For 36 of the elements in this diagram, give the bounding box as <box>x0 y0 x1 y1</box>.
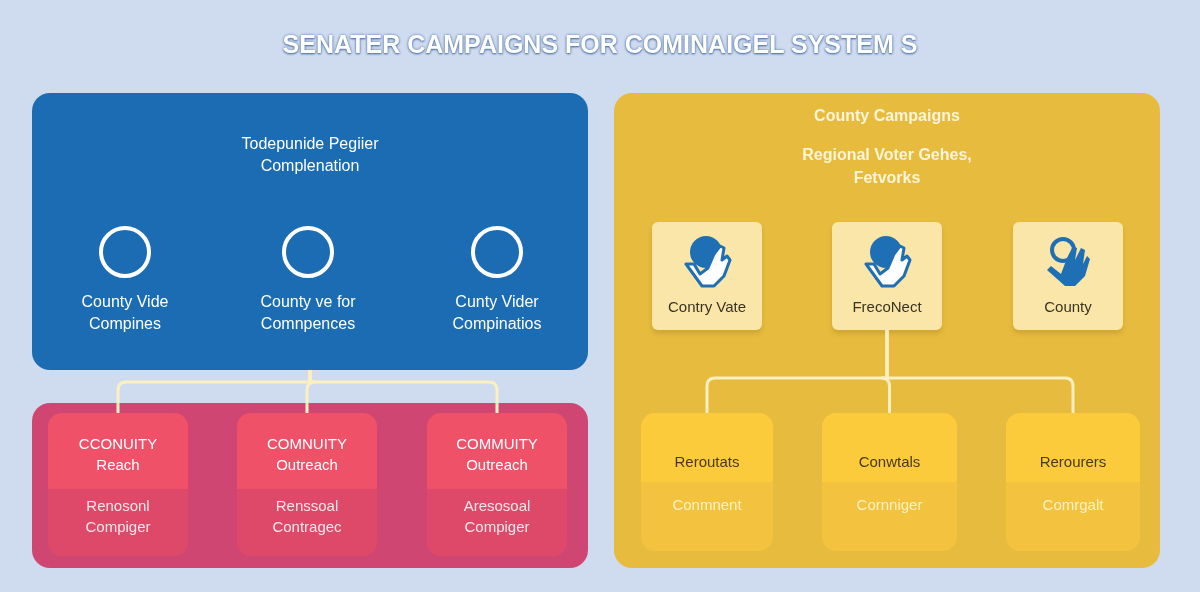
icon-card <box>1013 222 1123 330</box>
icon-card <box>652 222 762 330</box>
card-subtitle: Renosonl Compiger <box>84 496 152 537</box>
card-title: Reroutats <box>674 452 740 472</box>
card-title: CCONUITY Reach <box>77 434 159 475</box>
diagram-title: SENATER CAMPAIGNS FOR COMINAIGEL SYSTEM S <box>281 30 919 59</box>
icon-card <box>832 222 942 330</box>
panel-background <box>32 403 588 568</box>
card-title: Conwtals <box>858 452 921 472</box>
card-label: Contry Vate <box>667 297 747 317</box>
category-card <box>237 413 377 556</box>
panel-heading: Todepunide Pegiier Complenation <box>240 134 380 177</box>
card-subtitle: Conmnent <box>672 495 742 515</box>
node-label: County Vide Compines <box>80 292 170 335</box>
card-subtitle: Renssoal Contragec <box>271 496 343 537</box>
card-title: COMMUITY Outreach <box>455 434 539 475</box>
panel-background <box>32 93 588 370</box>
connector-line <box>885 330 1075 413</box>
category-card <box>822 413 957 551</box>
category-card <box>641 413 773 551</box>
card-label: County <box>1044 297 1092 317</box>
panel-background <box>614 93 1160 568</box>
category-card <box>1006 413 1140 551</box>
card-subtitle: Cornniger <box>856 495 923 515</box>
card-subtitle: Comrgalt <box>1042 495 1104 515</box>
panel-heading: County Campaigns <box>814 106 960 126</box>
card-title: Rerourers <box>1039 452 1107 472</box>
node-label: County ve for Comnpences <box>259 292 357 335</box>
node-label: Cunty Vider Compinatios <box>451 292 543 335</box>
card-label: FrecoNect <box>852 297 922 317</box>
category-card <box>427 413 567 556</box>
category-card <box>48 413 188 556</box>
panel-subheading: Regional Voter Gehes, Fetvorks <box>801 145 973 188</box>
card-title: COMNUITY Outreach <box>266 434 348 475</box>
connector-line <box>308 370 499 413</box>
card-subtitle: Aresosoal Compiger <box>462 496 532 537</box>
